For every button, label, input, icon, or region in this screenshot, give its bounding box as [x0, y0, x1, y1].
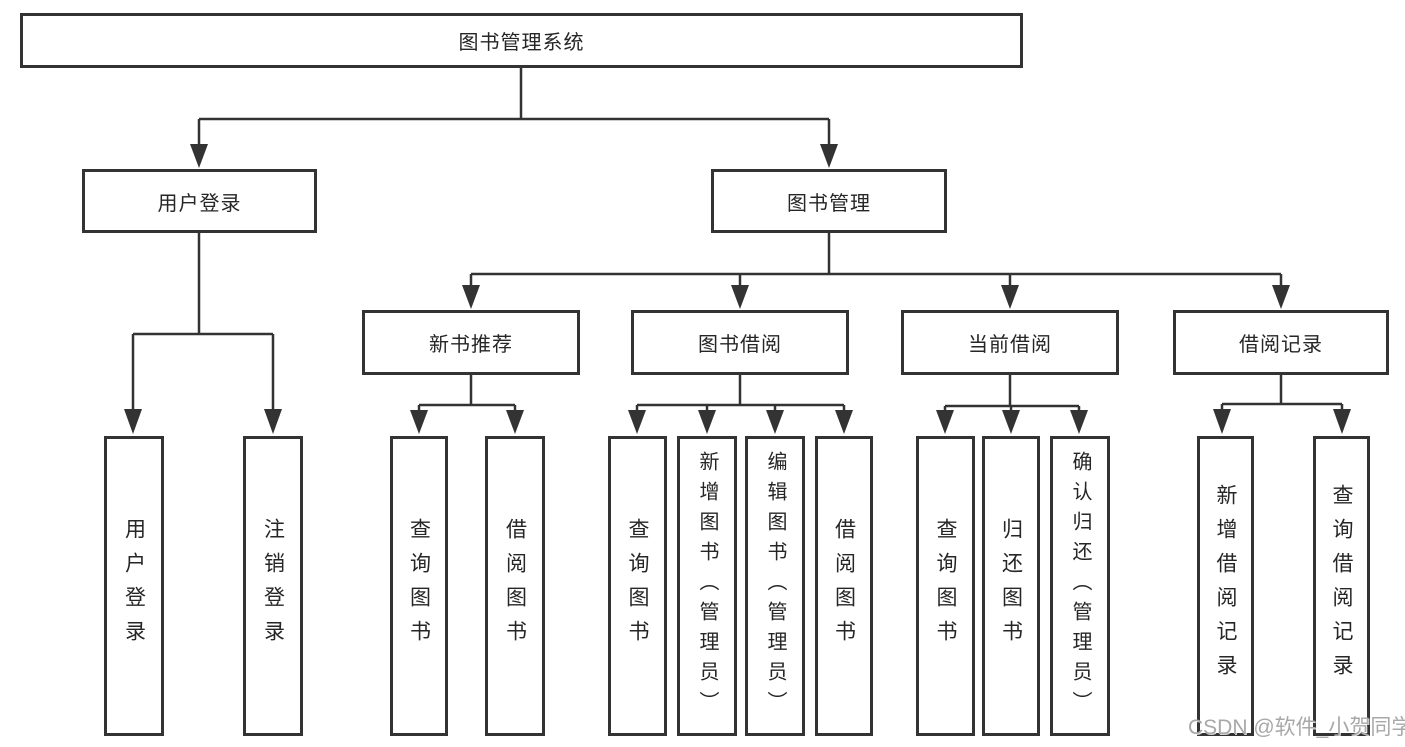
leaf-add-books-admin: 新增图书（管理员） [677, 436, 737, 736]
node-current-borrow-label: 当前借阅 [968, 334, 1052, 356]
leaf-confirm-return-admin-label: 确认归还（管理员） [1069, 451, 1091, 721]
connector-new-book-recommend-branch [410, 375, 524, 434]
leaf-return-books-label: 归还图书 [999, 518, 1023, 654]
leaf-borrow-books-recommend: 借阅图书 [485, 436, 545, 736]
leaf-edit-books-admin: 编辑图书（管理员） [745, 436, 805, 736]
leaf-query-books-recommend: 查询图书 [390, 436, 448, 736]
leaf-add-books-admin-label: 新增图书（管理员） [696, 451, 718, 721]
node-current-borrow: 当前借阅 [901, 310, 1119, 375]
node-borrow-records: 借阅记录 [1173, 310, 1389, 375]
connector-borrow-records-branch [1213, 375, 1351, 434]
node-user-login-label: 用户登录 [157, 192, 242, 215]
watermark: CSDN @软件_小贺同学 [1188, 716, 1405, 739]
connector-current-borrow-branch [936, 375, 1088, 434]
leaf-edit-books-admin-label: 编辑图书（管理员） [764, 451, 786, 721]
leaf-confirm-return-admin: 确认归还（管理员） [1050, 436, 1110, 736]
leaf-query-books-recommend-label: 查询图书 [407, 518, 431, 654]
leaf-borrow-books-recommend-label: 借阅图书 [503, 518, 527, 654]
node-borrow-records-label: 借阅记录 [1239, 334, 1323, 356]
connector-book-borrow-branch [628, 375, 853, 434]
node-root-system-label: 图书管理系统 [458, 32, 585, 54]
node-book-management: 图书管理 [711, 169, 947, 233]
leaf-query-books-borrow-label: 查询图书 [626, 518, 649, 654]
leaf-query-books-borrow: 查询图书 [608, 436, 667, 736]
leaf-add-borrow-record: 新增借阅记录 [1197, 436, 1254, 736]
leaf-return-books: 归还图书 [982, 436, 1040, 736]
node-book-management-label: 图书管理 [787, 192, 871, 215]
leaf-borrow-books-label: 借阅图书 [832, 518, 856, 654]
node-new-book-recommend-label: 新书推荐 [429, 334, 513, 356]
leaf-query-books-current: 查询图书 [916, 436, 975, 736]
node-book-borrow: 图书借阅 [631, 310, 849, 375]
connector-root-to-level2 [190, 68, 838, 168]
leaf-logout-label: 注销登录 [261, 518, 285, 654]
node-user-login: 用户登录 [82, 169, 317, 233]
node-root-system: 图书管理系统 [20, 13, 1023, 68]
leaf-query-borrow-record-label: 查询借阅记录 [1330, 484, 1353, 688]
leaf-query-books-current-label: 查询图书 [934, 518, 957, 654]
node-new-book-recommend: 新书推荐 [362, 310, 580, 375]
leaf-query-borrow-record: 查询借阅记录 [1313, 436, 1370, 736]
connector-user-login-branch [124, 232, 282, 434]
node-book-borrow-label: 图书借阅 [698, 334, 782, 356]
leaf-logout: 注销登录 [243, 436, 303, 736]
leaf-user-login-label: 用户登录 [122, 518, 146, 654]
leaf-add-borrow-record-label: 新增借阅记录 [1214, 484, 1237, 688]
leaf-user-login: 用户登录 [104, 436, 164, 736]
connector-book-management-branch [462, 232, 1290, 309]
leaf-borrow-books: 借阅图书 [815, 436, 873, 736]
